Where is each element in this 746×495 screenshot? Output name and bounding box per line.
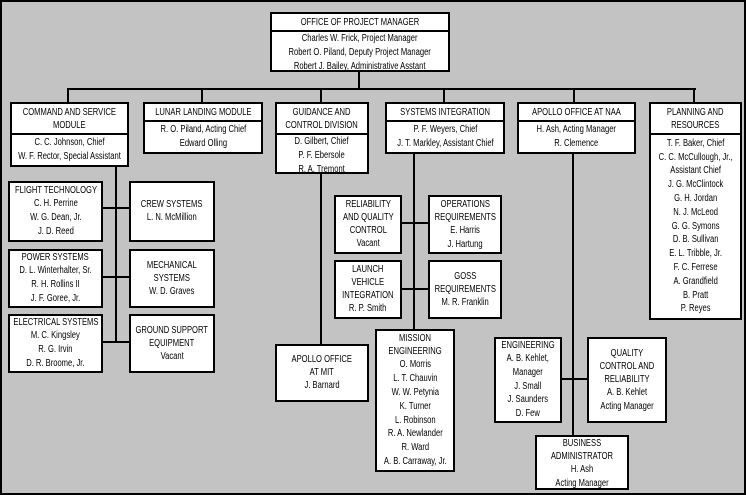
org-box-office-of-project-manager: OFFICE OF PROJECT MANAGER Charles W. Fri… [270,12,450,72]
org-box-planning-resources: PLANNING AND RESOURCES T. F. Baker, Chie… [649,102,742,320]
connector-line [573,88,575,102]
org-box-header: OFFICE OF PROJECT MANAGER [272,14,448,32]
org-box-members: H. Ash, Acting Manager R. Clemence [536,124,617,149]
org-box-title: OPERATIONS REQUIREMENTS [434,198,496,223]
connector-line [67,88,696,90]
org-box-members: A. B. Kehlet Acting Manager [600,386,654,412]
org-box-title: CREW SYSTEMS [141,199,203,211]
org-box-systems-integration: SYSTEMS INTEGRATION P. F. Weyers, Chief … [385,102,505,154]
org-box-apollo-office-naa: APOLLO OFFICE AT NAA H. Ash, Acting Mana… [517,102,636,154]
org-box-members: O. Morris L. T. Chauvin W. W. Petynia K.… [383,359,447,467]
org-box-header: GUIDANCE AND CONTROL DIVISION [277,104,367,135]
org-box-title: ENGINEERING [501,340,555,351]
org-box-members: Vacant [160,350,184,362]
org-box-members: J. Barnard [304,380,340,392]
org-box-members: D. Gilbert, Chief P. F. Ebersole R. A. T… [294,136,350,175]
org-box-members: R. P. Smith [349,303,387,315]
org-box-title: GOSS REQUIREMENTS [434,270,496,295]
org-box-header: LUNAR LANDING MODULE [145,104,261,122]
org-box-title: POWER SYSTEMS [21,252,90,264]
org-box-members: C. H. Perrine W. G. Dean, Jr. J. D. Reed [29,198,82,237]
org-box-title: APOLLO OFFICE AT NAA [532,107,621,118]
org-box-members: P. F. Weyers, Chief J. T. Markley, Assis… [396,124,494,149]
org-box-title: BUSINESS ADMINISTRATOR [550,438,614,462]
connector-line [400,222,430,224]
connector-line [400,288,430,290]
org-box-members: H. Ash Acting Manager [555,464,609,489]
org-box-title: RELIABILITY AND QUALITY CONTROL [342,199,394,237]
org-box-title: LUNAR LANDING MODULE [154,107,252,118]
org-box-members: C. C. Johnson, Chief W. F. Rector, Speci… [18,137,121,162]
org-box-title: ELECTRICAL SYSTEMS [12,317,99,329]
connector-line [115,165,117,343]
org-box-title: LAUNCH VEHICLE INTEGRATION [342,264,394,302]
org-box-title: APOLLO OFFICE AT MIT [291,354,353,379]
org-box-members: M. R. Franklin [441,296,489,308]
connector-line [358,70,360,90]
connector-line [560,378,589,380]
connector-line [413,152,415,329]
org-box-members: Vacant [356,238,380,250]
org-box-members: A. B. Kehlet, Manager J. Small J. Saunde… [506,353,550,420]
org-box-command-service-module: COMMAND AND SERVICE MODULE C. C. Johnson… [10,102,129,167]
connector-line [572,152,574,435]
org-box-members: R. O. Piland, Acting Chief Edward Olling [160,124,246,149]
connector-line [320,172,322,344]
org-box-title: SYSTEMS INTEGRATION [400,107,490,118]
connector-line [101,341,131,343]
org-box-engineering: ENGINEERING A. B. Kehlet, Manager J. Smal… [494,337,562,423]
org-box-members: E. Harris J. Hartung [447,224,483,250]
connector-line [201,88,203,102]
org-box-guidance-control-division: GUIDANCE AND CONTROL DIVISION D. Gilbert… [275,102,369,175]
connector-line [101,207,131,209]
connector-line [693,88,695,102]
org-box-members: Charles W. Frick, Project Manager Robert… [288,33,432,72]
org-box-title: GUIDANCE AND CONTROL DIVISION [285,107,359,131]
org-box-header: PLANNING AND RESOURCES [651,104,740,135]
org-box-title: FLIGHT TECHNOLOGY [14,185,97,197]
connector-line [443,88,445,102]
org-box-members: W. D. Graves [149,285,195,297]
org-box-header: SYSTEMS INTEGRATION [387,104,503,122]
org-box-title: GROUND SUPPORT EQUIPMENT [135,324,209,349]
org-box-lunar-landing-module: LUNAR LANDING MODULE R. O. Piland, Actin… [143,102,263,154]
org-box-members: M. C. Kingsley R. G. Irvin D. R. Broome,… [26,330,85,369]
org-box-title: MISSION ENGINEERING [388,333,442,358]
org-box-title: OFFICE OF PROJECT MANAGER [300,17,420,28]
org-box-title: COMMAND AND SERVICE MODULE [22,107,117,131]
connector-line [67,88,69,102]
org-box-title: QUALITY CONTROL AND RELIABILITY [599,347,655,385]
org-box-members: D. L. Winterhalter, Sr. R. H. Rollins II… [19,265,92,304]
org-box-title: PLANNING AND RESOURCES [667,107,724,131]
org-box-header: APOLLO OFFICE AT NAA [519,104,634,122]
org-box-members: L. N. McMillion [147,212,197,224]
connector-line [320,88,322,102]
org-box-header: COMMAND AND SERVICE MODULE [12,104,127,135]
org-box-members: T. F. Baker, Chief C. C. McCullough, Jr.… [658,137,733,315]
connector-line [101,276,131,278]
org-box-title: MECHANICAL SYSTEMS [147,259,197,284]
